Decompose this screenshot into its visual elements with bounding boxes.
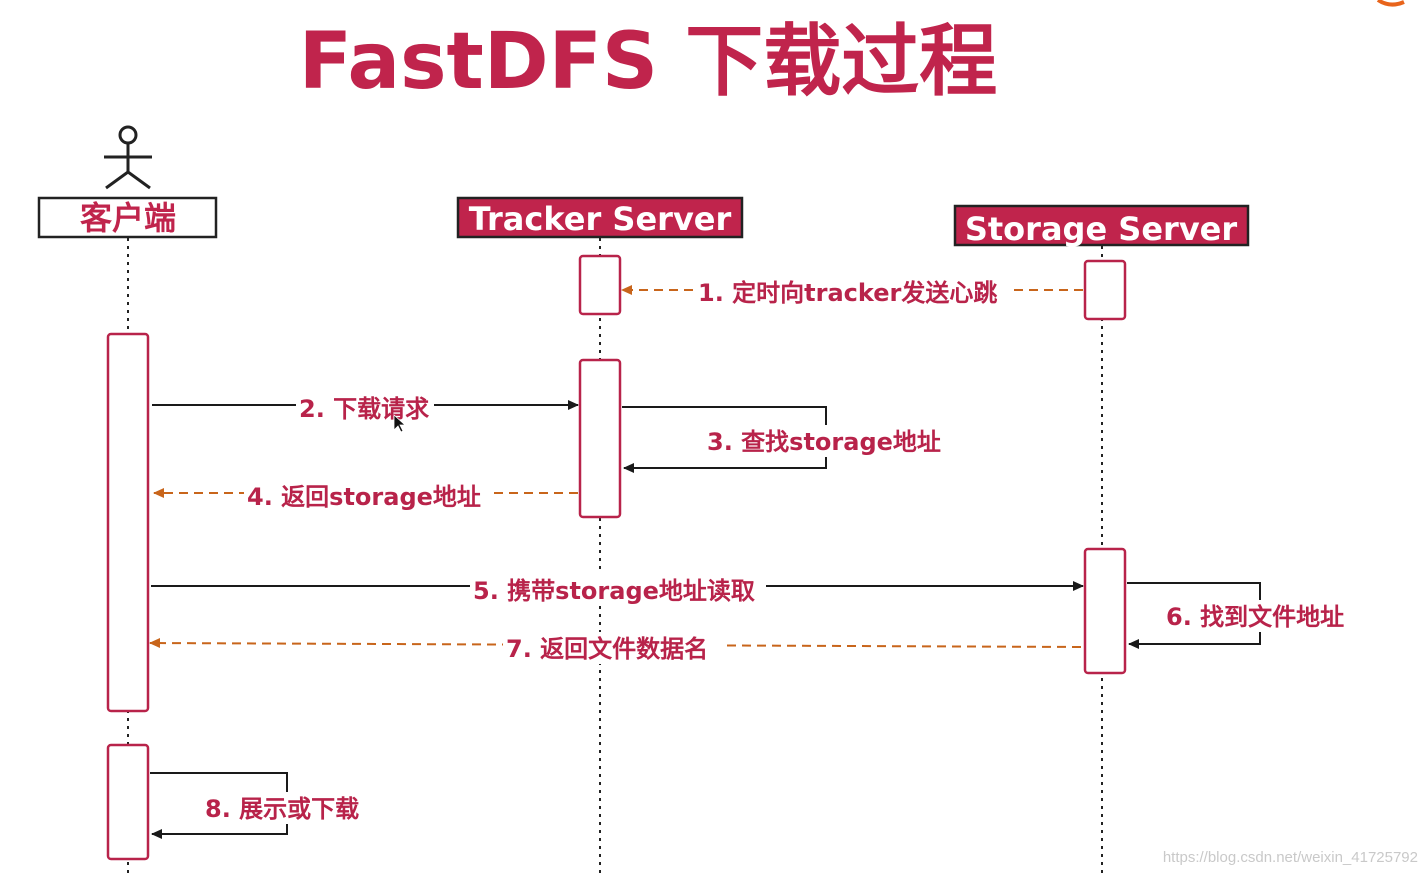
logo-fragment-icon (1376, 0, 1405, 7)
storage-label: Storage Server (965, 210, 1238, 248)
message-read-storage: 5. 携带storage地址读取 (151, 574, 1084, 606)
client-label: 客户端 (80, 199, 176, 237)
message-3-label: 3. 查找storage地址 (707, 428, 941, 456)
tracker-activation-2 (578, 358, 622, 519)
message-7-label: 7. 返回文件数据名 (506, 635, 708, 663)
watermark-text: https://blog.csdn.net/weixin_41725792 (1163, 849, 1418, 866)
storage-activation-1 (1083, 259, 1127, 321)
storage-activation-2 (1083, 547, 1127, 675)
tracker-label: Tracker Server (469, 200, 732, 238)
page-title: FastDFS 下载过程 (299, 17, 997, 107)
storage-header: Storage Server (953, 204, 1250, 248)
message-1-label: 1. 定时向tracker发送心跳 (698, 279, 997, 307)
message-find-file: 6. 找到文件地址 (1127, 582, 1358, 649)
message-return-storage: 4. 返回storage地址 (153, 480, 578, 511)
message-2-label: 2. 下载请求 (299, 395, 429, 423)
tracker-activation-1 (578, 254, 622, 316)
message-heartbeat: 1. 定时向tracker发送心跳 (621, 276, 1083, 307)
mouse-cursor-icon (393, 414, 407, 433)
message-6-label: 6. 找到文件地址 (1166, 603, 1344, 631)
message-display-download: 8. 展示或下载 (150, 772, 372, 839)
message-5-label: 5. 携带storage地址读取 (473, 577, 755, 605)
client-activation-2 (106, 743, 150, 861)
actor-icon (104, 125, 152, 190)
tracker-header: Tracker Server (456, 196, 744, 239)
message-find-storage: 3. 查找storage地址 (622, 406, 945, 473)
message-download-request: 2. 下载请求 (152, 392, 579, 423)
message-return-file: 7. 返回文件数据名 (149, 632, 1082, 664)
client-activation-1 (106, 332, 150, 713)
message-4-label: 4. 返回storage地址 (247, 483, 481, 511)
message-8-label: 8. 展示或下载 (205, 795, 359, 823)
client-header: 客户端 (37, 196, 218, 239)
